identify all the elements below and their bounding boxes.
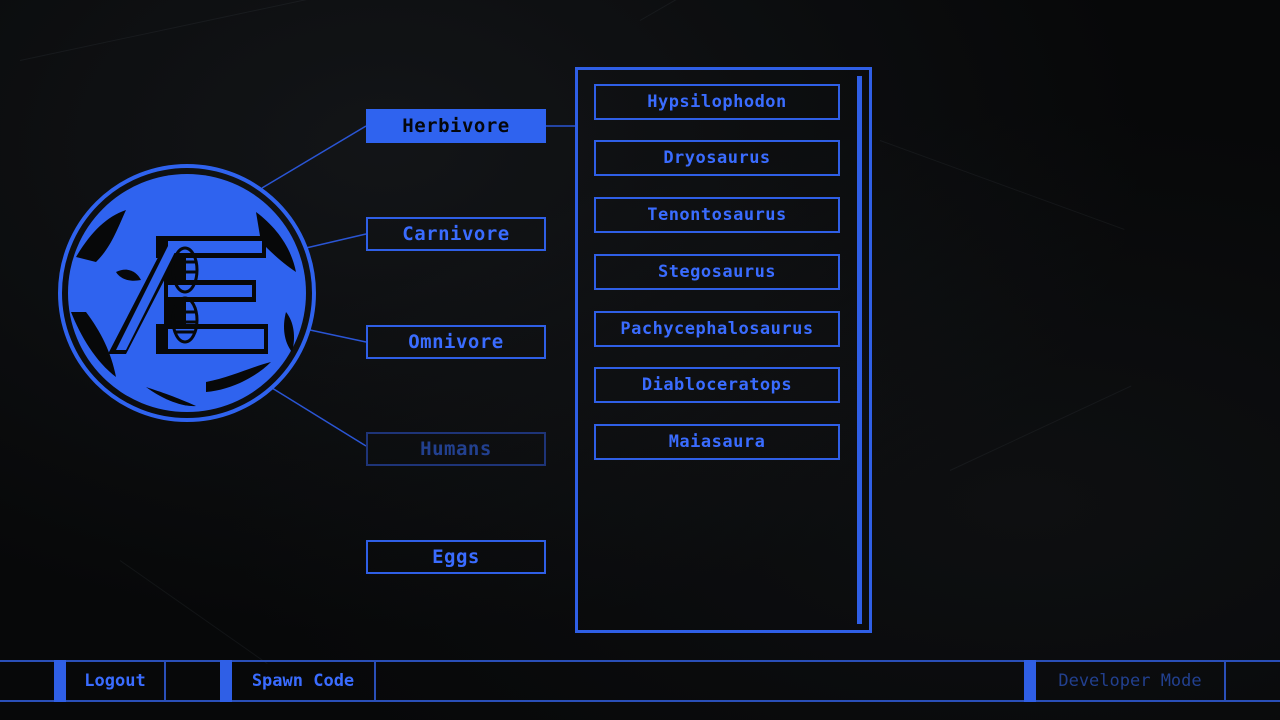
species-dryosaurus-button[interactable]: Dryosaurus xyxy=(594,140,840,176)
spawn-code-accent xyxy=(220,660,232,702)
logout-button[interactable]: Logout xyxy=(54,660,166,702)
bottom-bar xyxy=(0,660,1280,702)
globe-ae-logo-icon xyxy=(58,164,316,422)
logout-accent xyxy=(54,660,66,702)
category-humans-button[interactable]: Humans xyxy=(366,432,546,466)
species-label: Dryosaurus xyxy=(663,148,771,168)
spawn-code-button[interactable]: Spawn Code xyxy=(220,660,376,702)
category-carnivore-label: Carnivore xyxy=(402,223,510,245)
species-tenontosaurus-button[interactable]: Tenontosaurus xyxy=(594,197,840,233)
species-maiasaura-button[interactable]: Maiasaura xyxy=(594,424,840,460)
species-list-scrollbar[interactable] xyxy=(857,76,862,624)
species-list-panel xyxy=(575,67,872,633)
species-label: Maiasaura xyxy=(668,432,766,452)
developer-mode-label: Developer Mode xyxy=(1036,660,1226,702)
species-stegosaurus-button[interactable]: Stegosaurus xyxy=(594,254,840,290)
species-label: Diabloceratops xyxy=(641,375,793,395)
species-label: Pachycephalosaurus xyxy=(620,319,814,339)
species-label: Stegosaurus xyxy=(657,262,777,282)
category-herbivore-button[interactable]: Herbivore xyxy=(366,109,546,143)
spawn-code-label: Spawn Code xyxy=(232,660,376,702)
species-hypsilophodon-button[interactable]: Hypsilophodon xyxy=(594,84,840,120)
category-herbivore-label: Herbivore xyxy=(402,115,510,137)
logout-label: Logout xyxy=(66,660,166,702)
developer-mode-accent xyxy=(1024,660,1036,702)
developer-mode-button[interactable]: Developer Mode xyxy=(1024,660,1226,702)
species-label: Tenontosaurus xyxy=(647,205,787,225)
category-eggs-label: Eggs xyxy=(432,546,480,568)
category-eggs-button[interactable]: Eggs xyxy=(366,540,546,574)
category-carnivore-button[interactable]: Carnivore xyxy=(366,217,546,251)
category-omnivore-button[interactable]: Omnivore xyxy=(366,325,546,359)
species-pachycephalosaurus-button[interactable]: Pachycephalosaurus xyxy=(594,311,840,347)
species-label: Hypsilophodon xyxy=(647,92,787,112)
category-omnivore-label: Omnivore xyxy=(408,331,504,353)
category-humans-label: Humans xyxy=(420,438,492,460)
species-diabloceratops-button[interactable]: Diabloceratops xyxy=(594,367,840,403)
